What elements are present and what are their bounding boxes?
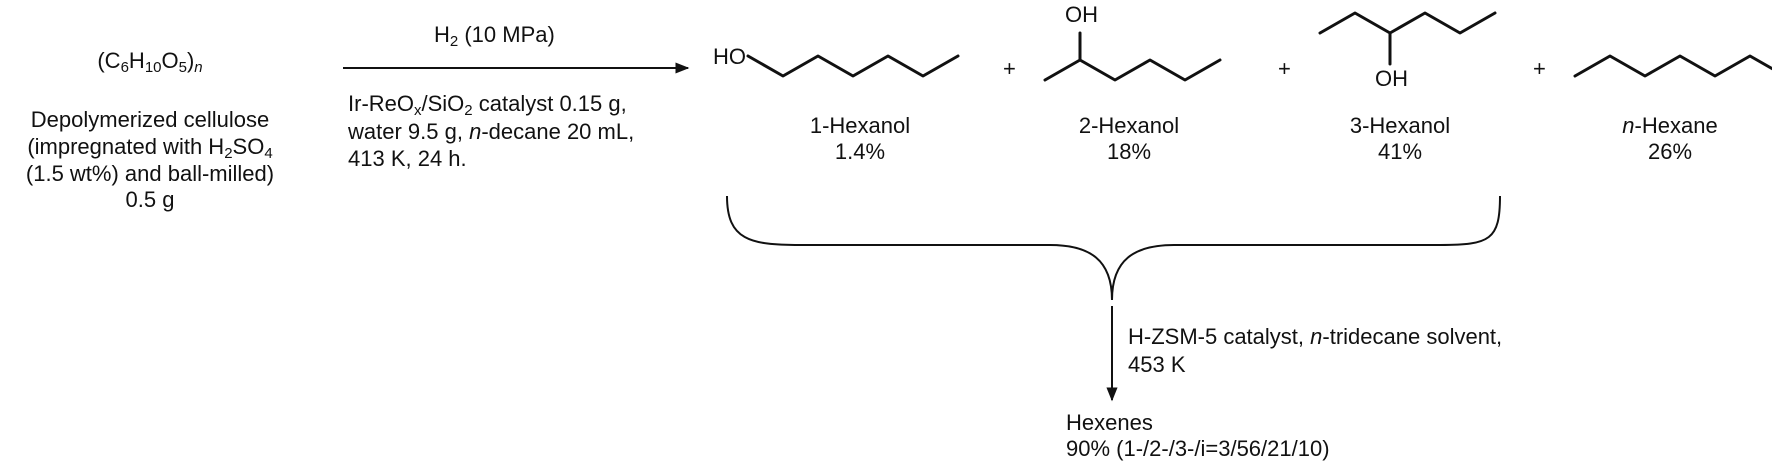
h2-pressure-label: H2 (10 MPa) bbox=[434, 22, 555, 50]
hexane-structure bbox=[1573, 54, 1772, 78]
plus-sign: + bbox=[1003, 56, 1016, 81]
step1-conditions: Ir-ReOx/SiO2 catalyst 0.15 g, water 9.5 … bbox=[348, 91, 635, 171]
product-brace bbox=[726, 195, 1501, 301]
hexanol-2-oh-label: OH bbox=[1065, 2, 1098, 27]
final-product: Hexenes 90% (1-/2-/3-/i=3/56/21/10) bbox=[1066, 410, 1330, 462]
hexanol-3-oh-label: OH bbox=[1375, 66, 1408, 91]
plus-sign: + bbox=[1278, 56, 1291, 81]
hexanol-2-structure bbox=[1043, 31, 1222, 82]
reactant-description: Depolymerized cellulose (impregnated wit… bbox=[25, 107, 275, 213]
step2-conditions: H-ZSM-5 catalyst, n-tridecane solvent, 4… bbox=[1128, 324, 1503, 377]
hexanol-1-ho-label: HO bbox=[713, 44, 746, 69]
hexanol-3-structure bbox=[1318, 11, 1497, 66]
hexanol-1-structure bbox=[746, 54, 960, 78]
cellulose-formula: (C6H10O5)n bbox=[97, 48, 203, 76]
plus-sign: + bbox=[1533, 56, 1546, 81]
